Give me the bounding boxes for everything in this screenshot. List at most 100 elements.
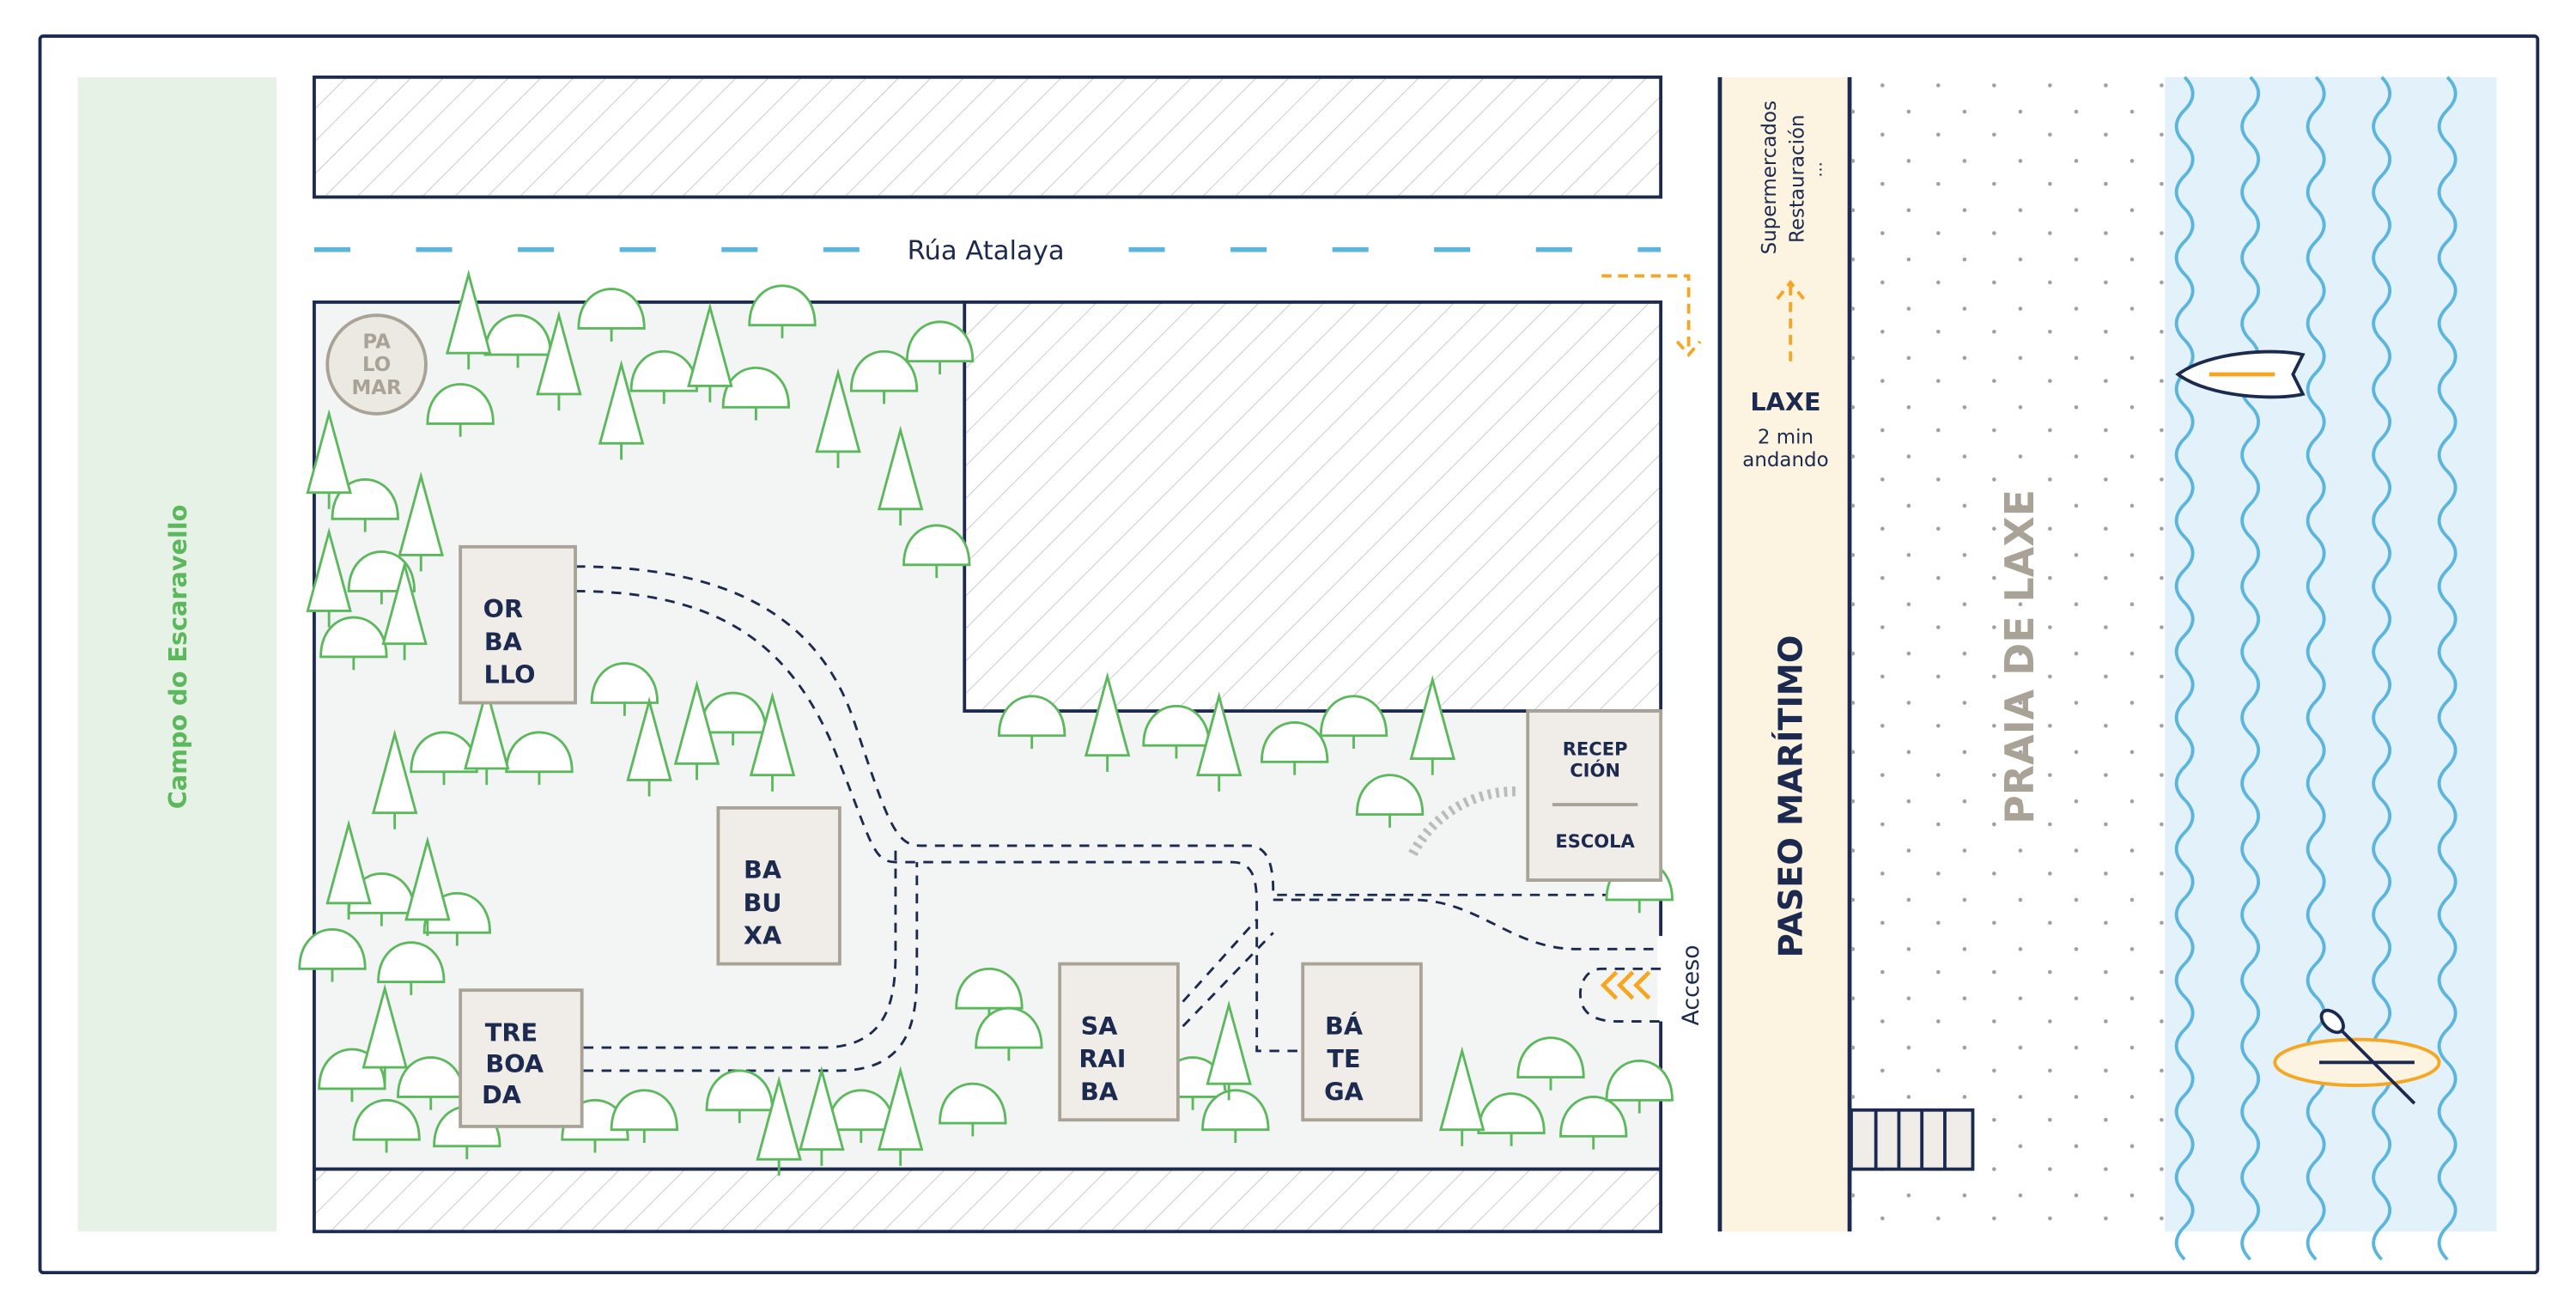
footpaths bbox=[575, 565, 1662, 1072]
round-tree-icon bbox=[1605, 1060, 1674, 1114]
round-tree-icon bbox=[721, 367, 791, 421]
round-tree-icon bbox=[577, 288, 646, 342]
palomar-label: MAR bbox=[351, 377, 402, 399]
round-tree-icon bbox=[426, 383, 495, 437]
pine-tree-icon bbox=[1438, 1046, 1485, 1146]
wave-line bbox=[2437, 76, 2458, 1261]
round-tree-icon bbox=[1559, 1096, 1628, 1150]
reception-label: CIÓN bbox=[1570, 760, 1620, 781]
cabin-label: TRE bbox=[485, 1017, 538, 1047]
cabin-treboada[interactable]: TRE BOA DA bbox=[459, 988, 584, 1128]
round-tree-icon bbox=[610, 1089, 679, 1144]
cabin-label: GA bbox=[1324, 1077, 1364, 1106]
town-mode: andando bbox=[1742, 449, 1828, 471]
pine-tree-icon bbox=[536, 310, 582, 411]
town-name: LAXE bbox=[1750, 387, 1820, 416]
pine-tree-icon bbox=[1195, 691, 1242, 792]
pine-tree-icon bbox=[445, 269, 492, 370]
round-tree-icon bbox=[975, 1006, 1043, 1061]
round-tree-icon bbox=[590, 662, 659, 716]
pine-tree-icon bbox=[877, 1066, 924, 1166]
round-tree-icon bbox=[1355, 774, 1425, 828]
top-block bbox=[313, 75, 1663, 199]
pine-tree-icon bbox=[325, 819, 372, 920]
beach bbox=[1850, 76, 2166, 1232]
round-tree-icon bbox=[905, 320, 975, 375]
street-label: Rúa Atalaya bbox=[908, 236, 1065, 266]
round-tree-icon bbox=[347, 550, 416, 604]
cabin-label: BOA bbox=[485, 1049, 544, 1078]
cabin-label: TE bbox=[1327, 1044, 1360, 1073]
cabin-label: BÁ bbox=[1325, 1011, 1364, 1041]
services-line3: ... bbox=[1807, 161, 1826, 177]
round-tree-icon bbox=[939, 1082, 1007, 1137]
route-arrow-icon bbox=[1601, 274, 1702, 357]
cabin-label: BA bbox=[1080, 1077, 1119, 1106]
cabin-label: BA bbox=[484, 627, 523, 656]
pine-tree-icon bbox=[306, 527, 352, 628]
round-tree-icon bbox=[1516, 1036, 1585, 1090]
round-tree-icon bbox=[298, 928, 367, 982]
access-label[interactable]: Acceso bbox=[1678, 945, 1704, 1025]
round-tree-icon bbox=[1319, 695, 1388, 750]
paddleboard-icon bbox=[2273, 1008, 2441, 1105]
pine-tree-icon bbox=[687, 302, 733, 403]
pine-tree-icon bbox=[815, 367, 861, 469]
pine-tree-icon bbox=[306, 409, 352, 509]
pine-tree-icon bbox=[371, 729, 418, 829]
pine-tree-icon bbox=[598, 360, 645, 460]
pine-tree-icon bbox=[749, 691, 796, 792]
cabin-orballo[interactable]: OR BA LLO bbox=[459, 544, 577, 705]
cabin-label: BA bbox=[744, 855, 782, 884]
round-tree-icon bbox=[748, 284, 817, 338]
pine-tree-icon bbox=[877, 425, 924, 525]
round-tree-icon bbox=[352, 1099, 421, 1153]
cabin-label: BU bbox=[743, 888, 781, 917]
pine-tree-icon bbox=[1084, 671, 1131, 772]
field-label: Campo do Escaravello bbox=[163, 505, 192, 810]
round-tree-icon bbox=[1260, 721, 1329, 775]
pine-tree-icon bbox=[361, 983, 408, 1084]
pine-tree-icon bbox=[1206, 999, 1252, 1101]
pine-tree-icon bbox=[404, 835, 451, 937]
boat-icon bbox=[2175, 349, 2306, 399]
pine-tree-icon bbox=[1409, 675, 1456, 775]
promenade bbox=[1719, 76, 1850, 1232]
pine-tree-icon bbox=[673, 679, 720, 781]
cabin-babuxa[interactable]: BA BU XA bbox=[716, 805, 841, 966]
pine-tree-icon bbox=[799, 1066, 845, 1166]
bottom-block bbox=[313, 1167, 1663, 1234]
wave-line bbox=[2240, 76, 2261, 1261]
pine-tree-icon bbox=[398, 471, 444, 572]
reception-building[interactable]: RECEP CIÓN ESCOLA bbox=[1526, 709, 1663, 882]
round-tree-icon bbox=[1201, 1089, 1270, 1144]
cabin-saraiba[interactable]: SA RAI BA bbox=[1058, 962, 1180, 1122]
cabin-bategaa[interactable]: BÁ TE GA bbox=[1301, 962, 1423, 1122]
access-arrows-icon bbox=[1600, 970, 1651, 1000]
cabin-label: OR bbox=[483, 594, 523, 623]
palomar-label: LO bbox=[362, 354, 391, 376]
round-tree-icon bbox=[902, 524, 971, 579]
cabin-label: LLO bbox=[484, 660, 536, 689]
round-tree-icon bbox=[319, 616, 388, 671]
cabin-label: DA bbox=[482, 1080, 522, 1109]
promenade-label: PASEO MARÍTIMO bbox=[1771, 635, 1811, 958]
cabin-label: SA bbox=[1081, 1011, 1119, 1041]
services-line2: Restauración bbox=[1786, 114, 1808, 243]
round-tree-icon bbox=[997, 695, 1066, 750]
cabin-label: XA bbox=[744, 921, 782, 951]
wave-line bbox=[2174, 76, 2195, 1261]
palomar: PA LO MAR bbox=[325, 313, 428, 416]
palomar-label: PA bbox=[362, 331, 391, 353]
round-tree-icon bbox=[1477, 1092, 1546, 1146]
pine-tree-icon bbox=[626, 696, 672, 797]
town-time: 2 min bbox=[1758, 426, 1814, 448]
neighbour-block bbox=[963, 300, 1663, 713]
round-tree-icon bbox=[377, 941, 446, 995]
round-tree-icon bbox=[849, 350, 919, 404]
round-tree-icon bbox=[705, 1069, 774, 1124]
beach-label: PRAIA DE LAXE bbox=[1996, 489, 2043, 824]
pine-tree-icon bbox=[464, 684, 510, 786]
pine-tree-icon bbox=[756, 1075, 802, 1176]
up-arrow-icon bbox=[1776, 279, 1805, 361]
